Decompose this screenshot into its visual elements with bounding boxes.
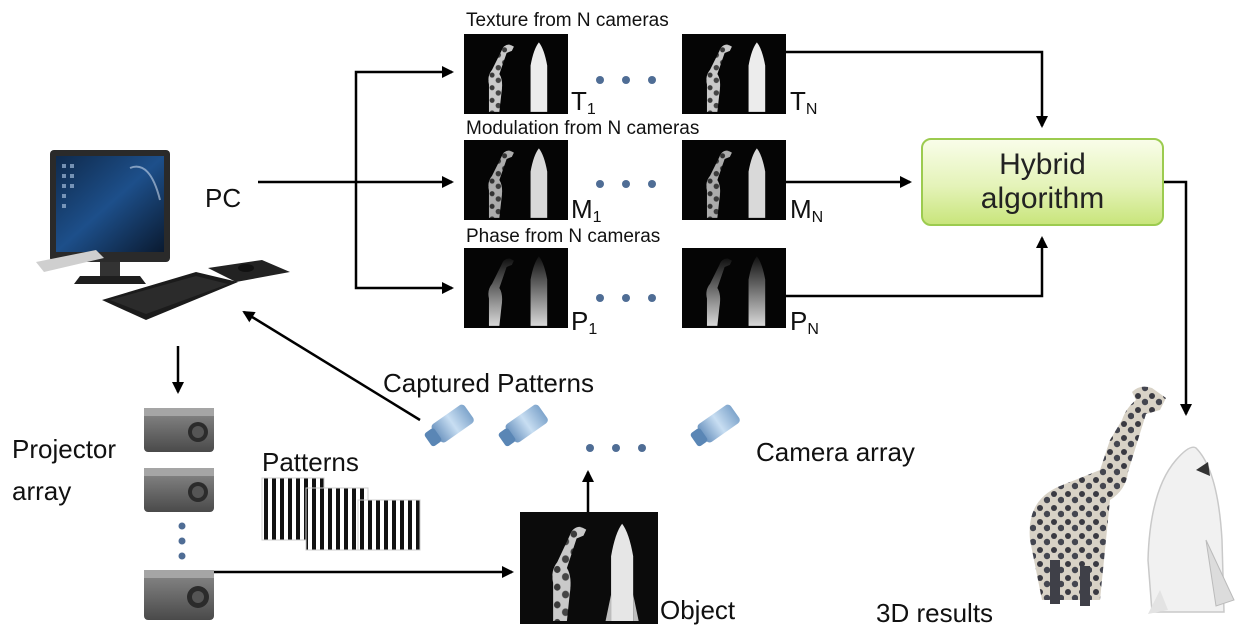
patterns-label: Patterns (262, 447, 359, 477)
texture-tile-1 (464, 34, 568, 114)
tile-label-m1: M1 (571, 194, 602, 226)
modulation-tile-1 (464, 140, 568, 220)
arrow-phase-to-hybrid (786, 236, 1048, 298)
tile-label-p1: P1 (571, 306, 598, 338)
projector-icon (144, 570, 214, 620)
arrow-cameras-to-pc (242, 310, 421, 422)
results-label: 3D results (876, 598, 994, 628)
hybrid-algorithm-box: Hybrid algorithm (921, 138, 1164, 226)
modulation-tile-n (682, 140, 786, 220)
modulation-row-label: Modulation from N cameras (466, 118, 700, 139)
arrow-pc-to-texture (354, 66, 454, 182)
captured-patterns-label: Captured Patterns (383, 368, 595, 398)
computer-icon (36, 150, 290, 320)
hybrid-label-line1: Hybrid (999, 147, 1086, 181)
projector-icon (144, 408, 214, 452)
camera-icon (424, 404, 474, 447)
tile-label-tn: TN (790, 86, 818, 118)
phase-row-label: Phase from N cameras (466, 226, 661, 247)
tile-label-t1: T1 (571, 86, 596, 118)
texture-tile-n (682, 34, 786, 114)
tile-label-pn: PN (790, 306, 819, 338)
camera-ellipsis (586, 444, 646, 452)
projector-icon (144, 468, 214, 512)
results-3d-image (1029, 386, 1235, 614)
phase-tile-n (682, 248, 786, 328)
projector-ellipsis (178, 522, 186, 560)
camera-icon (690, 404, 740, 447)
arrow-texture-to-hybrid (786, 50, 1048, 128)
arrows (172, 50, 1192, 578)
texture-ellipsis (596, 76, 656, 84)
pc-label: PC (205, 183, 242, 213)
modulation-ellipsis (596, 180, 656, 188)
object-image (520, 512, 658, 624)
tile-label-mn: MN (790, 194, 824, 226)
projector-array-label-line1: Projector (12, 434, 117, 464)
hybrid-label-line2: algorithm (980, 182, 1105, 215)
phase-ellipsis (596, 294, 656, 302)
arrow-pc-to-phase (354, 182, 454, 294)
projector-array-label-line2: array (12, 476, 72, 506)
arrow-hybrid-to-results (1164, 180, 1192, 416)
fringe-patterns-icon (261, 477, 421, 551)
camera-array-label: Camera array (756, 437, 915, 467)
phase-tile-1 (464, 248, 568, 328)
texture-row-label: Texture from N cameras (466, 10, 669, 31)
camera-icon (498, 404, 548, 447)
object-label: Object (660, 595, 736, 625)
